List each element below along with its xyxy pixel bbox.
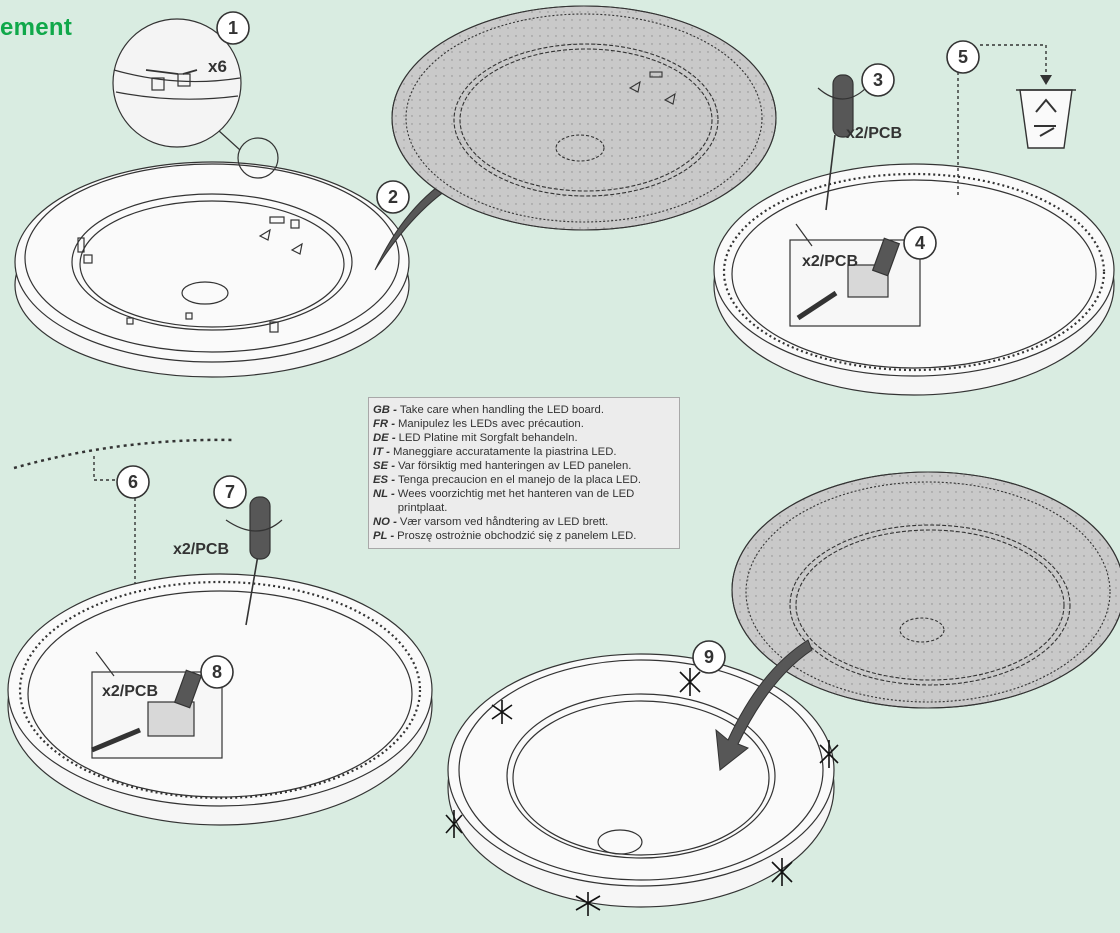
- step-2-number: 2: [388, 187, 398, 207]
- page-title: ement: [0, 14, 73, 41]
- base-housing-bottom-right: [447, 653, 835, 908]
- step-5-callout: 5: [946, 40, 980, 74]
- step-9-number: 9: [704, 647, 714, 667]
- step-6-number: 6: [128, 472, 138, 492]
- step-6-callout: 6: [116, 465, 150, 499]
- step-4-number: 4: [915, 233, 925, 253]
- step-5-number: 5: [958, 47, 968, 67]
- step-1-callout: 1: [216, 11, 250, 45]
- count-x6: x6: [208, 57, 227, 76]
- count-x2-pcb-step4: x2/PCB: [802, 253, 858, 270]
- note-es: ES -Tenga precaucion en el manejo de la …: [373, 474, 642, 486]
- handling-notes: GB -Take care when handling the LED boar…: [368, 397, 680, 549]
- step-7-number: 7: [225, 482, 235, 502]
- count-x2-pcb-step3: x2/PCB: [846, 125, 902, 142]
- base-housing-top-left: [14, 161, 410, 378]
- led-strip: [13, 438, 235, 470]
- step-2-callout: 2: [376, 180, 410, 214]
- note-pl: PL -Proszę ostrożnie obchodzić się z pan…: [373, 530, 637, 542]
- note-no: NO -Vær varsom ved håndtering av LED bre…: [373, 516, 609, 528]
- step-5-arrowhead: [1040, 75, 1052, 85]
- inset-box-4: [789, 223, 921, 327]
- step-6-leader: [93, 456, 136, 625]
- step-4-callout: 4: [903, 226, 937, 260]
- count-x2-pcb-step8: x2/PCB: [102, 683, 158, 700]
- magnifier: [112, 18, 279, 179]
- note-gb: GB -Take care when handling the LED boar…: [373, 404, 604, 416]
- step-9-arrow: [715, 639, 813, 771]
- note-de: DE -LED Platine mit Sorgfalt behandeln.: [373, 432, 578, 444]
- note-nl: NL -Wees voorzichtig met het hanteren va…: [373, 488, 635, 514]
- screwdriver-7: [225, 496, 283, 626]
- note-fr: FR -Manipulez les LEDs avec précaution.: [373, 418, 584, 430]
- count-x2-pcb-step7: x2/PCB: [173, 541, 229, 558]
- step-5-leader: [957, 44, 1047, 195]
- snap-markers: [445, 668, 839, 916]
- inset-box-8: [91, 651, 223, 759]
- step-1-number: 1: [228, 18, 238, 38]
- screwdriver-3: [817, 74, 867, 211]
- step-3-callout: 3: [861, 63, 895, 97]
- step-8-number: 8: [212, 662, 222, 682]
- step-9-callout: 9: [692, 640, 726, 674]
- note-se: SE -Var försiktig med hanteringen av LED…: [373, 460, 632, 472]
- step-3-number: 3: [873, 70, 883, 90]
- diffuser-top: [391, 5, 777, 231]
- diffuser-bottom-right: [731, 471, 1120, 709]
- step-7-callout: 7: [213, 475, 247, 509]
- bin-icon: [1016, 89, 1076, 149]
- note-it: IT -Maneggiare accuratamente la piastrin…: [373, 446, 617, 458]
- step-8-callout: 8: [200, 655, 234, 689]
